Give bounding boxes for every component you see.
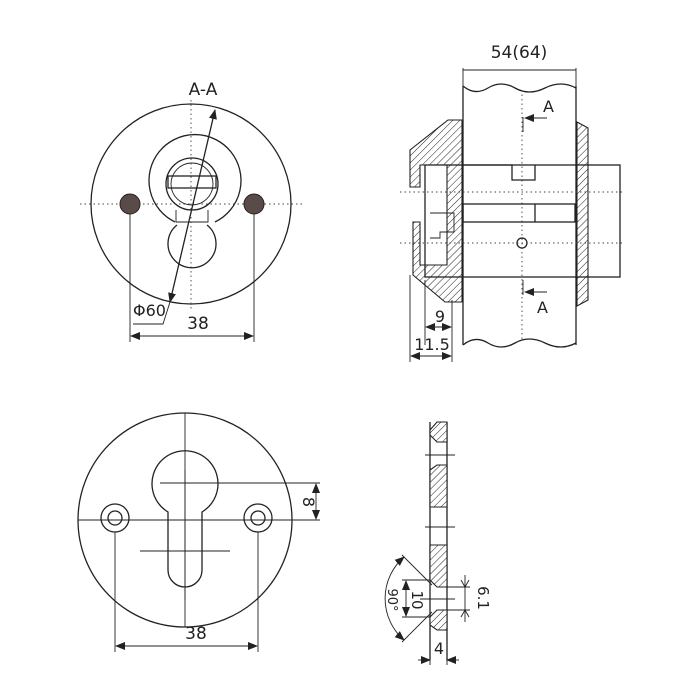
outer-rosette-section (409, 119, 463, 303)
cs-line-bottom (401, 611, 433, 643)
cylinder-ring-inner (170, 162, 214, 206)
section-marker-bottom: A (537, 298, 548, 317)
cylinder-housing (148, 133, 242, 223)
cylinder-step (430, 212, 455, 239)
dimension-11-5-label: 11.5 (414, 335, 450, 354)
hole-diameter-label: 6.1 (474, 586, 492, 610)
dimension-8-label: 8 (299, 497, 318, 507)
cylinder-cam (167, 175, 217, 189)
plate-section-lower (429, 544, 448, 588)
door-break-top (462, 83, 577, 93)
plate-section-top (429, 421, 448, 443)
dimension-9-label: 9 (435, 307, 445, 326)
cam-neck (175, 210, 209, 223)
angle-arc (384, 556, 405, 641)
thickness-label: 4 (434, 639, 444, 658)
countersink-label: 10 (408, 590, 426, 609)
cylinder-body (424, 164, 621, 278)
diameter-label: Φ60 (133, 301, 166, 320)
cylinder-cam-slot (462, 164, 536, 181)
plate-section-bottom (429, 609, 448, 631)
side-section-view: 54(64) A A 9 11.5 (400, 43, 625, 362)
angle-label: 90° (384, 588, 399, 611)
inner-rosette-section (576, 121, 589, 307)
hole-spacing-label: 38 (185, 624, 207, 644)
door-break-bottom (462, 338, 577, 348)
cs-line-top (401, 554, 433, 586)
door-thickness-label: 54(64) (491, 43, 548, 63)
screw-left (119, 193, 141, 215)
keyhole-profile (151, 450, 219, 588)
hole-spacing-label: 38 (187, 314, 209, 334)
screw-hole-right-inner (250, 510, 266, 526)
plate-section-middle (429, 464, 448, 508)
section-marker-top: A (543, 97, 554, 116)
plate-section-view: 6.1 10 90° 4 (384, 421, 492, 665)
cylinder-ring-outer (165, 157, 219, 211)
section-view-a-a: A-A Φ60 38 (80, 80, 305, 342)
dimension-6-1-arrows (460, 579, 470, 618)
diameter-leader-tail (133, 301, 171, 325)
screw-hole-left (100, 503, 130, 533)
keyhole-lower (167, 224, 217, 269)
front-view: 8 38 (77, 412, 320, 652)
screw-hole-left-inner (107, 510, 123, 526)
screw-right (243, 193, 265, 215)
diameter-leader (168, 109, 217, 303)
cylinder-screw-channel (462, 203, 576, 223)
section-title: A-A (189, 80, 218, 100)
screw-hole-right (243, 503, 273, 533)
